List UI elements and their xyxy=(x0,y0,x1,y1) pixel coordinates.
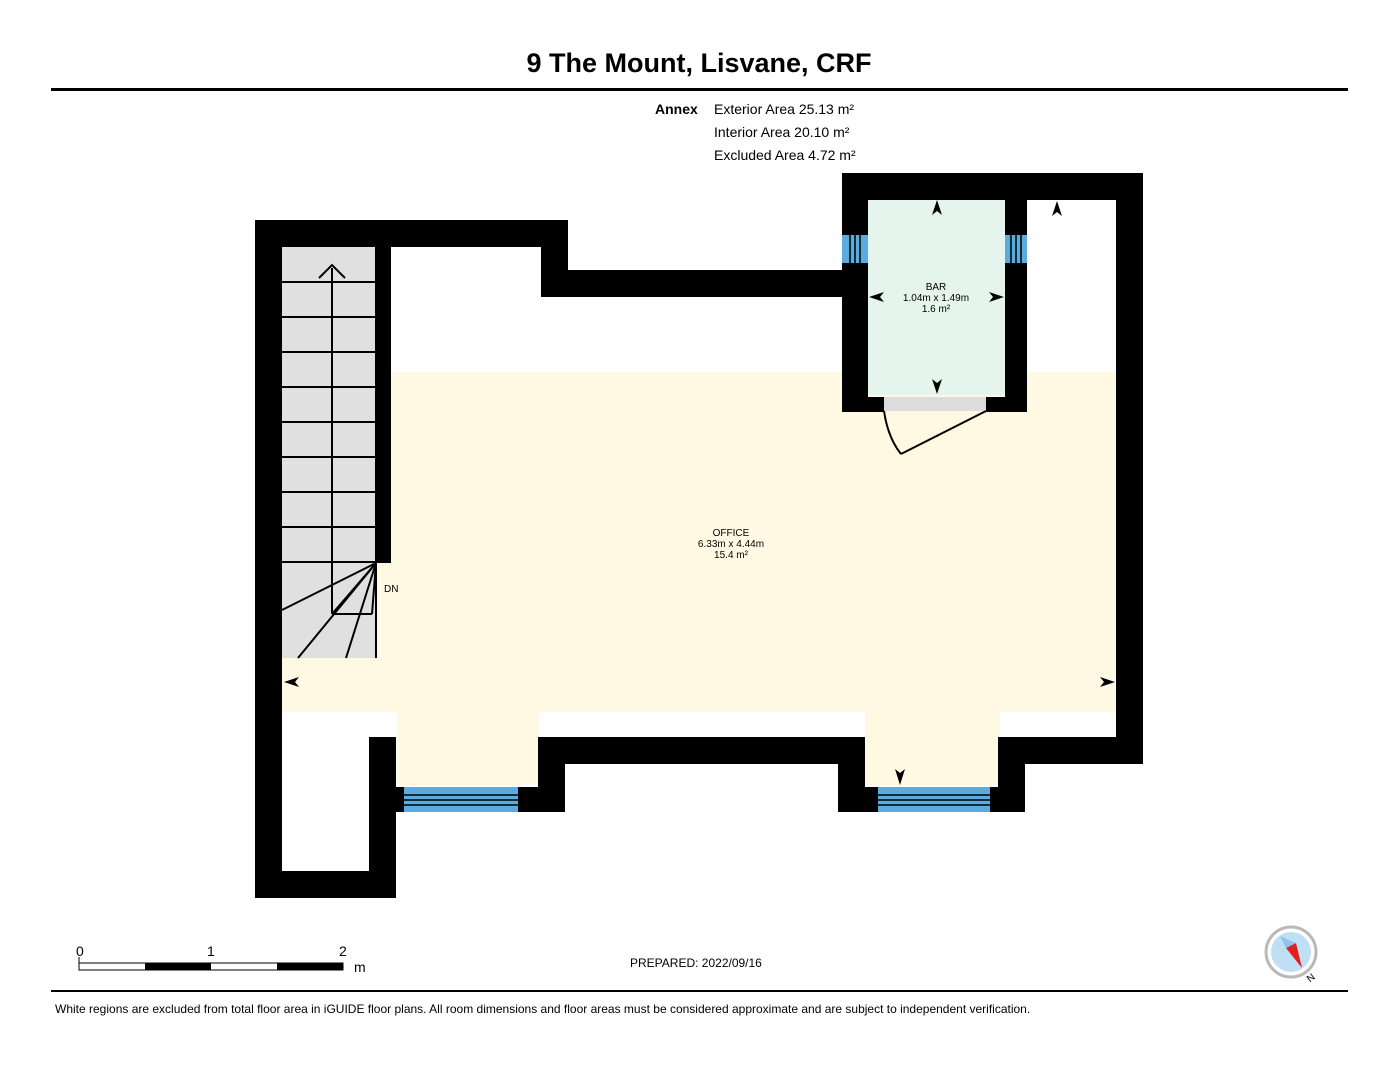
scale-tick-1: 1 xyxy=(207,943,215,959)
compass-north-label: N xyxy=(1305,972,1317,985)
scale-unit: m xyxy=(354,959,366,975)
compass-icon xyxy=(1264,925,1318,979)
staircase xyxy=(281,247,377,659)
scale-tick-2: 2 xyxy=(339,943,347,959)
exterior-area: Exterior Area 25.13 m² xyxy=(714,101,855,117)
disclaimer-text: White regions are excluded from total fl… xyxy=(55,1002,1031,1016)
scale-bar xyxy=(78,957,344,971)
bar-dims: 1.04m x 1.49m xyxy=(903,293,969,304)
office-area: 15.4 m² xyxy=(714,550,749,561)
bar-door xyxy=(883,410,987,455)
bar-threshold xyxy=(884,397,986,411)
scale-tick-0: 0 xyxy=(76,943,84,959)
office-dims: 6.33m x 4.44m xyxy=(698,539,764,550)
dimension-arrows xyxy=(284,200,1115,785)
walls xyxy=(255,173,1143,898)
office-name: OFFICE xyxy=(713,528,750,539)
prepared-date: PREPARED: 2022/09/16 xyxy=(630,956,762,970)
bar-floor xyxy=(867,198,1005,395)
stair-direction-label: DN xyxy=(384,584,398,595)
interior-area: Interior Area 20.10 m² xyxy=(714,124,850,140)
bar-area: 1.6 m² xyxy=(922,304,951,315)
windows xyxy=(404,235,1027,812)
office-floor xyxy=(282,372,1117,785)
page-title: 9 The Mount, Lisvane, CRF xyxy=(526,48,872,78)
header-rule xyxy=(51,88,1348,91)
excluded-area: Excluded Area 4.72 m² xyxy=(714,147,856,163)
bar-name: BAR xyxy=(926,282,947,293)
footer-rule xyxy=(51,990,1348,992)
level-label: Annex xyxy=(655,101,698,117)
